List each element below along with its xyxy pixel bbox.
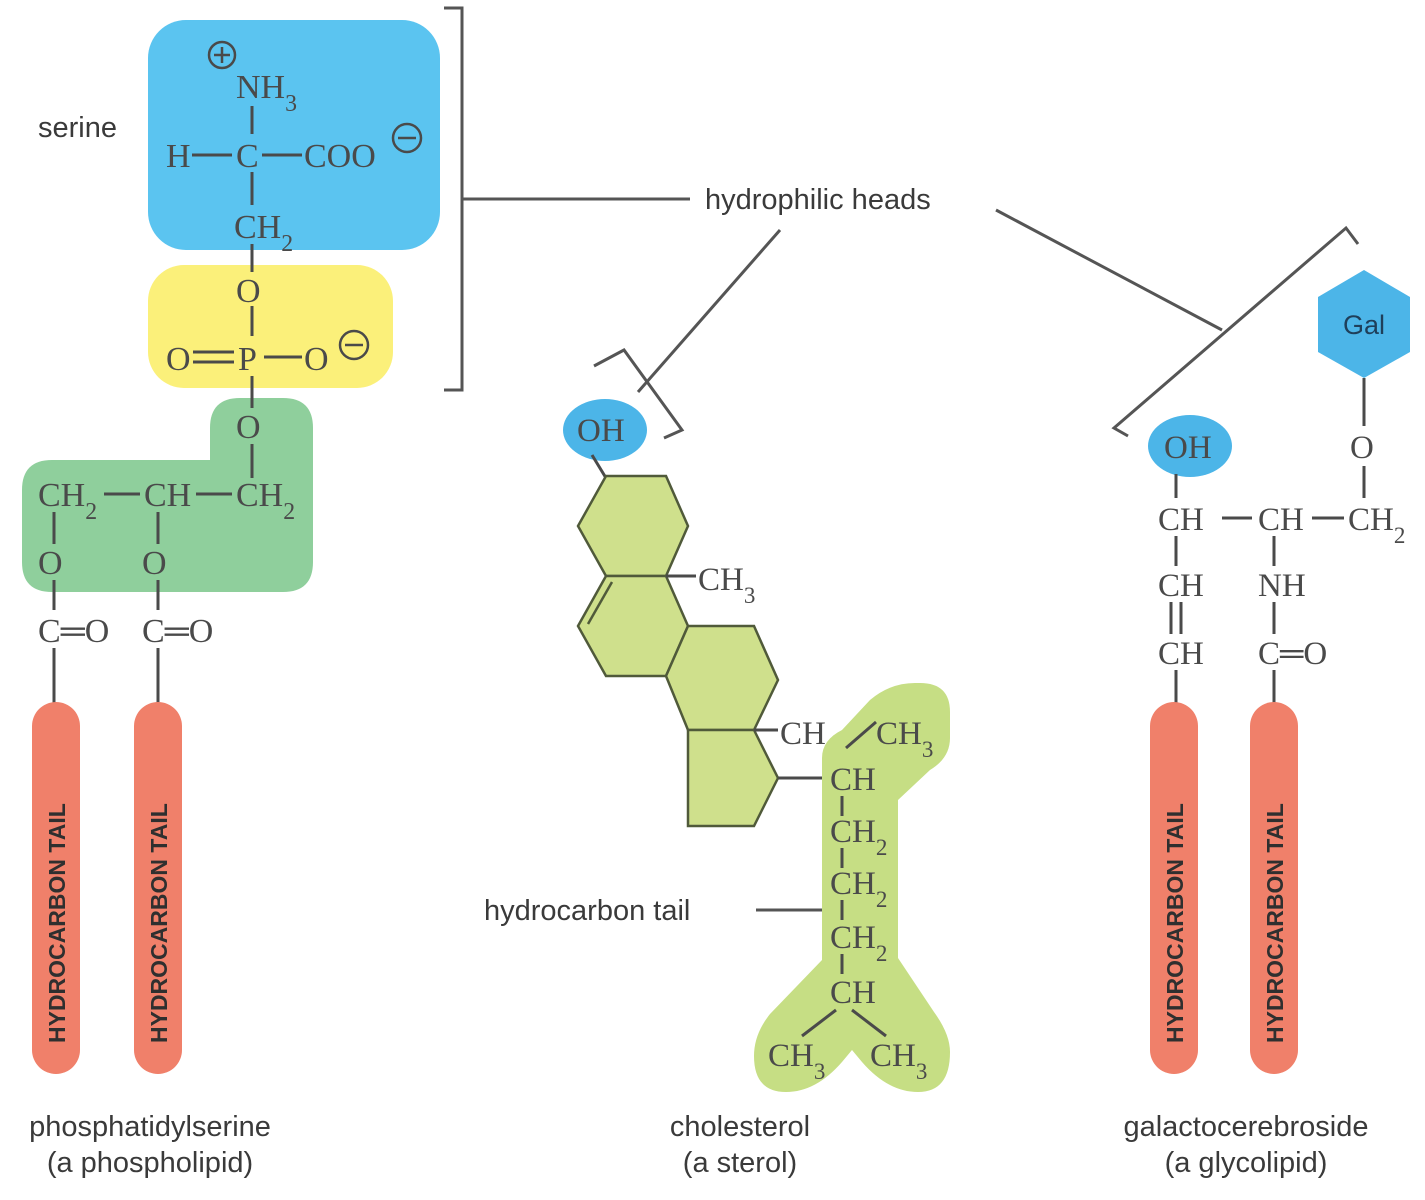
galactocerebroside-class: (a glycolipid) — [1165, 1147, 1328, 1179]
cholesterol-tail-highlight — [754, 683, 950, 1092]
glycolipid-tail-1 — [1150, 702, 1198, 1074]
ring-a — [576, 474, 690, 578]
galactocerebroside-structure: Gal O OH CH CH CH2 CH NH CH C═O HYDROCAR… — [1111, 225, 1410, 1179]
carbonyl-1: C═O — [38, 613, 109, 650]
hydrocarbon-tail-1-label: HYDROCARBON TAIL — [44, 803, 70, 1043]
glycolipid-tail-2-label: HYDROCARBON TAIL — [1262, 803, 1288, 1043]
gal-hexagon — [1318, 270, 1410, 378]
cholesterol-ch3-upper: CH3 — [698, 562, 755, 608]
amide-carbonyl: C═O — [1258, 636, 1327, 672]
gal-label: Gal — [1343, 310, 1385, 340]
carboxylate-group: COO — [304, 138, 376, 175]
hydrocarbon-tail-2-label: HYDROCARBON TAIL — [146, 803, 172, 1043]
phosphate-box — [148, 265, 393, 388]
glycerol-box — [22, 398, 313, 592]
gal-oxygen: O — [1350, 430, 1374, 466]
cholesterol-oh: OH — [577, 413, 625, 449]
galactocerebroside-head-bracket — [1111, 225, 1360, 438]
hydrophilic-heads-callout: hydrophilic heads — [462, 184, 1223, 393]
phosphate-o-bottom: O — [236, 409, 261, 446]
plus-charge-icon — [207, 40, 237, 70]
serine-head-bracket — [444, 6, 464, 392]
phosphate-o-right: O — [304, 341, 329, 378]
minus-charge-icon — [338, 329, 370, 361]
phosphate-o-top: O — [236, 273, 261, 310]
cholesterol-name: cholesterol — [670, 1111, 810, 1143]
sphingosine-ch-1: CH — [1158, 502, 1204, 538]
minus-charge-icon — [391, 122, 423, 154]
hydrocarbon-tail-2 — [134, 702, 182, 1074]
hydrocarbon-tail-1 — [32, 702, 80, 1074]
phosphorus-atom: P — [238, 341, 257, 378]
tail-ch-1: CH — [830, 762, 876, 798]
serine-head-box — [148, 20, 440, 250]
amide-nh: NH — [1258, 568, 1306, 604]
serine-label: serine — [38, 112, 117, 144]
hydrocarbon-tail-label: hydrocarbon tail — [484, 895, 690, 927]
cholesterol-class: (a sterol) — [683, 1147, 797, 1179]
phosphatidylserine-structure: serine NH3 H C COO CH2 O O P O — [22, 20, 440, 1179]
ester-oxygen-2: O — [142, 545, 167, 582]
cholesterol-oh-ellipse — [563, 399, 647, 461]
phosphatidylserine-class: (a phospholipid) — [47, 1147, 253, 1179]
ring-d — [686, 728, 780, 828]
galactocerebroside-oh-ellipse — [1148, 415, 1232, 477]
carbonyl-2: C═O — [142, 613, 213, 650]
tail-ch-2: CH — [830, 975, 876, 1011]
cholesterol-structure: OH CH3 CH3 CH3 CH CH2 CH2 CH2 CH CH3 CH3… — [484, 348, 950, 1179]
glycolipid-tail-1-label: HYDROCARBON TAIL — [1162, 803, 1188, 1043]
hydrophilic-heads-label: hydrophilic heads — [705, 184, 931, 216]
sphingosine-ch-2: CH — [1258, 502, 1304, 538]
cholesterol-head-bracket — [593, 348, 685, 440]
ring-c — [664, 624, 780, 732]
galactocerebroside-name: galactocerebroside — [1123, 1111, 1368, 1143]
glycerol-ch: CH — [144, 477, 191, 514]
hydrogen-atom: H — [166, 138, 191, 175]
alpha-carbon: C — [236, 138, 259, 175]
phosphatidylserine-name: phosphatidylserine — [29, 1111, 271, 1143]
phosphate-o-left: O — [166, 341, 191, 378]
ester-oxygen-1: O — [38, 545, 63, 582]
sphingosine-ch-3: CH — [1158, 568, 1204, 604]
sphingosine-ch2: CH2 — [1348, 502, 1405, 548]
galactocerebroside-oh: OH — [1164, 430, 1212, 466]
glycolipid-tail-2 — [1250, 702, 1298, 1074]
sphingosine-ch-4: CH — [1158, 636, 1204, 672]
